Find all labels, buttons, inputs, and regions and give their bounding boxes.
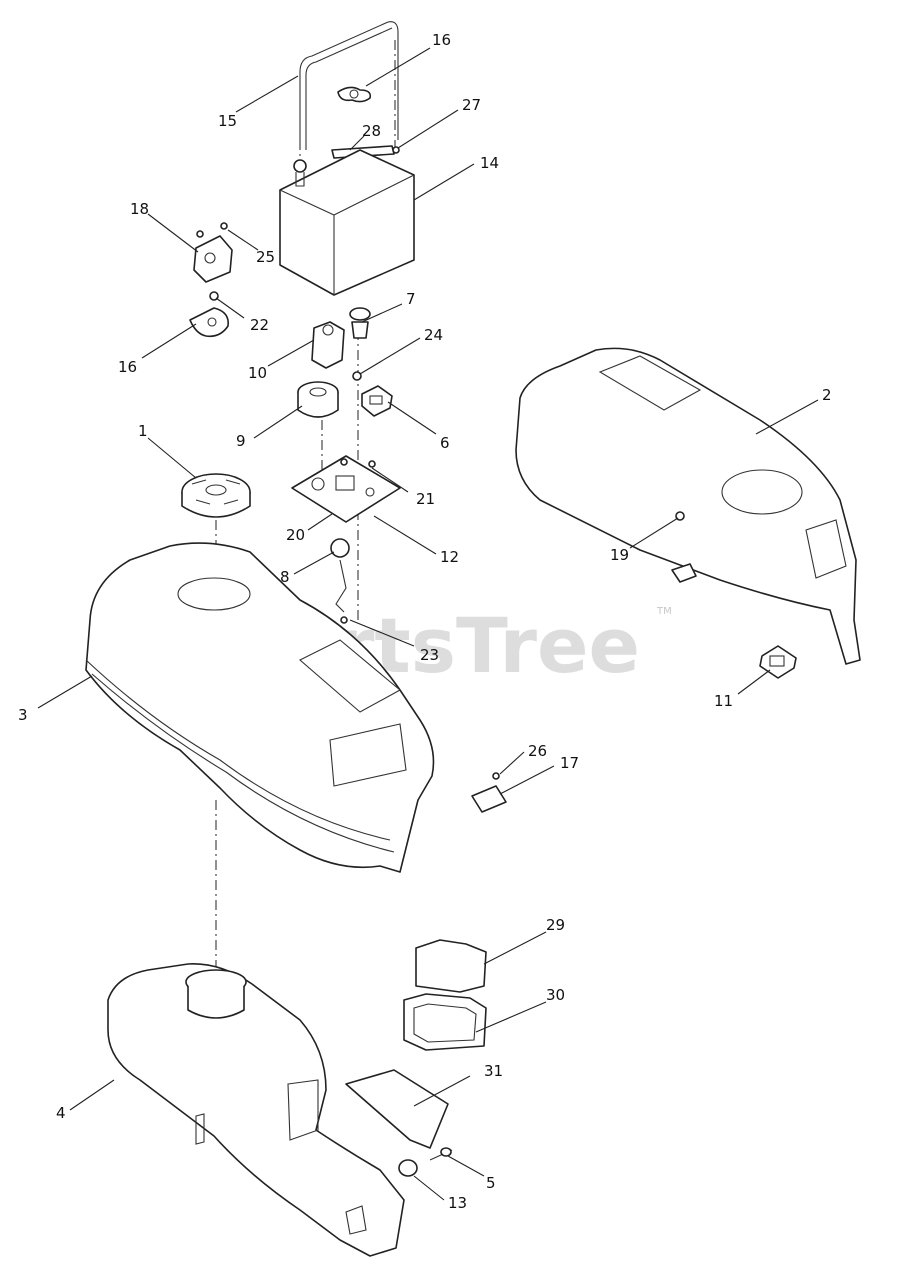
callout-30: 30 [546,986,565,1004]
part-dash-panel [515,347,861,665]
part-fitting-and-grommet [398,1147,453,1177]
callout-10: 10 [248,364,267,382]
part-knob-and-nut [349,307,371,381]
callout-8: 8 [280,568,290,586]
part-ignition-switch [297,381,339,418]
part-connector [361,385,393,417]
callout-28: 28 [362,122,381,140]
part-gasket-frame [403,993,487,1051]
callout-16-bottom: 16 [118,358,137,376]
callout-27: 27 [462,96,481,114]
callout-24: 24 [424,326,443,344]
callout-2: 2 [822,386,832,404]
callout-3: 3 [18,706,28,724]
part-clip [759,645,797,679]
callout-26: 26 [528,742,547,760]
callout-16-top: 16 [432,31,451,49]
callout-17: 17 [560,754,579,772]
leader-lines [37,47,819,1201]
callout-1: 1 [138,422,148,440]
part-ball-linkage [330,538,350,624]
callout-4: 4 [56,1104,66,1122]
callout-5: 5 [486,1174,496,1192]
callout-11: 11 [714,692,733,710]
callout-13: 13 [448,1194,467,1212]
callout-7: 7 [406,290,416,308]
part-mounting-plate [291,455,401,523]
part-battery-holddown-rod [299,21,399,150]
callout-12: 12 [440,548,459,566]
part-fender-upper [85,542,435,873]
callout-21: 21 [416,490,435,508]
part-fuel-tank [107,963,405,1257]
callout-9: 9 [236,432,246,450]
part-fuel-cap [181,473,251,518]
callout-23: 23 [420,646,439,664]
part-solenoid-assembly [189,222,233,338]
part-latch [471,772,507,813]
part-shield-plate [345,1069,449,1149]
callout-29: 29 [546,916,565,934]
callout-labels: 1 2 3 4 5 6 7 8 9 10 11 12 13 14 15 16 1… [18,31,832,1212]
callout-22: 22 [250,316,269,334]
callout-31: 31 [484,1062,503,1080]
callout-19: 19 [610,546,629,564]
callout-6: 6 [440,434,450,452]
watermark-trademark: TM [656,606,672,617]
callout-18: 18 [130,200,149,218]
callout-15: 15 [218,112,237,130]
part-switch [311,321,345,369]
part-cover [415,939,487,993]
part-wing-nut-top [337,86,372,103]
callout-14: 14 [480,154,499,172]
part-battery [279,149,415,296]
callout-20: 20 [286,526,305,544]
callout-25: 25 [256,248,275,266]
